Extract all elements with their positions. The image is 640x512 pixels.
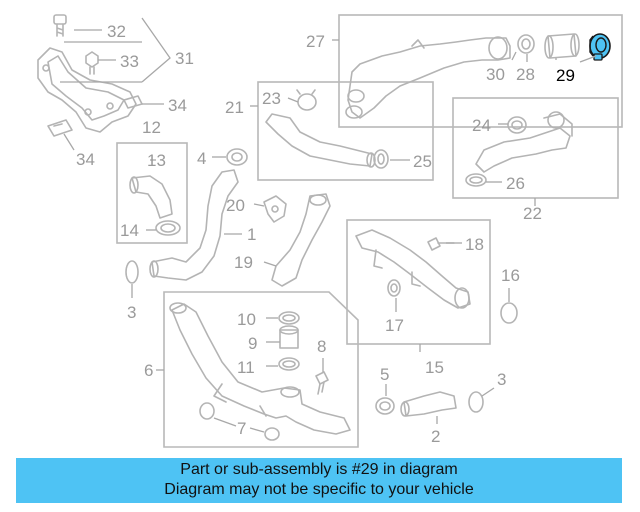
- label-31: 31: [175, 49, 194, 68]
- label-6: 6: [144, 361, 153, 380]
- hose-2: [400, 391, 457, 417]
- clip-34b: [47, 119, 73, 137]
- label-17: 17: [385, 316, 404, 335]
- label-18: 18: [465, 235, 484, 254]
- label-4: 4: [197, 149, 206, 168]
- clamp-25: [373, 149, 389, 169]
- pipe-15: [355, 229, 471, 309]
- coupler-28: [544, 33, 580, 59]
- clamp-26: [465, 173, 487, 187]
- pipe-6: [169, 302, 351, 435]
- label-11: 11: [237, 358, 255, 377]
- leader-lines: [60, 17, 597, 433]
- clamp-14: [155, 220, 181, 236]
- clamp-10: [278, 311, 300, 325]
- bracket-assembly: [37, 47, 137, 133]
- bolt-8: [315, 371, 329, 395]
- group-box-27: [338, 14, 623, 128]
- label-2: 2: [431, 427, 440, 446]
- label-15: 15: [425, 358, 444, 377]
- label-32: 32: [107, 22, 126, 41]
- label-8: 8: [317, 337, 326, 356]
- label-34b: 34: [76, 150, 95, 169]
- label-14: 14: [120, 221, 139, 240]
- label-12: 12: [142, 118, 161, 137]
- clamp-4: [226, 148, 248, 166]
- label-21: 21: [225, 98, 244, 117]
- label-5: 5: [380, 365, 389, 384]
- o-ring-3b: [468, 391, 484, 413]
- clamp-30: [517, 34, 535, 54]
- group-box-21: [257, 81, 434, 181]
- label-25: 25: [413, 152, 432, 171]
- clip-34a: [123, 95, 143, 109]
- group-box-15: [346, 219, 491, 345]
- hose-1: [149, 169, 239, 281]
- o-ring-16: [500, 302, 518, 324]
- label-16: 16: [501, 266, 520, 285]
- label-33: 33: [120, 52, 139, 71]
- clamp-11: [278, 357, 300, 371]
- label-27: 27: [306, 32, 325, 51]
- label-13: 13: [147, 151, 166, 170]
- label-34a: 34: [168, 96, 187, 115]
- label-23: 23: [262, 89, 281, 108]
- label-28: 28: [516, 65, 535, 84]
- label-7: 7: [237, 419, 246, 438]
- o-ring-3a: [125, 260, 139, 284]
- label-22: 22: [523, 204, 542, 223]
- bracket-20: [263, 195, 287, 223]
- coupler-9: [279, 325, 299, 349]
- bolt-32: [53, 14, 67, 37]
- grommet-7a: [199, 402, 215, 420]
- callout-labels: 32 33 31 34 12 34 27 30 28 29 21 23 25 2…: [76, 22, 575, 446]
- label-19: 19: [234, 253, 253, 272]
- banner-line-part: Part or sub-assembly is #29 in diagram: [180, 461, 458, 478]
- label-9: 9: [248, 334, 257, 353]
- bolt-18: [427, 237, 455, 251]
- group-box-6: [163, 291, 359, 448]
- hose-22: [475, 111, 573, 173]
- nut-33: [85, 51, 99, 75]
- label-3a: 3: [127, 303, 136, 322]
- label-26: 26: [506, 174, 525, 193]
- clamp-23: [296, 89, 317, 111]
- grommet-17: [387, 279, 401, 297]
- clamp-24: [507, 116, 527, 134]
- pipe-27: [345, 36, 511, 119]
- elbow-13: [129, 175, 173, 219]
- label-29: 29: [556, 66, 575, 85]
- label-24: 24: [472, 116, 491, 135]
- clamp-29-highlighted: [589, 33, 611, 61]
- grommet-7b: [264, 427, 280, 441]
- label-3b: 3: [497, 370, 506, 389]
- label-30: 30: [486, 65, 505, 84]
- label-1: 1: [247, 225, 256, 244]
- info-banner: Part or sub-assembly is #29 in diagram D…: [16, 458, 622, 503]
- label-20: 20: [226, 196, 245, 215]
- label-10: 10: [237, 310, 256, 329]
- pipe-19: [271, 193, 331, 287]
- clamp-5: [375, 397, 395, 415]
- banner-line-disclaimer: Diagram may not be specific to your vehi…: [164, 481, 474, 498]
- hose-21: [265, 113, 376, 168]
- group-box-12: [116, 142, 188, 244]
